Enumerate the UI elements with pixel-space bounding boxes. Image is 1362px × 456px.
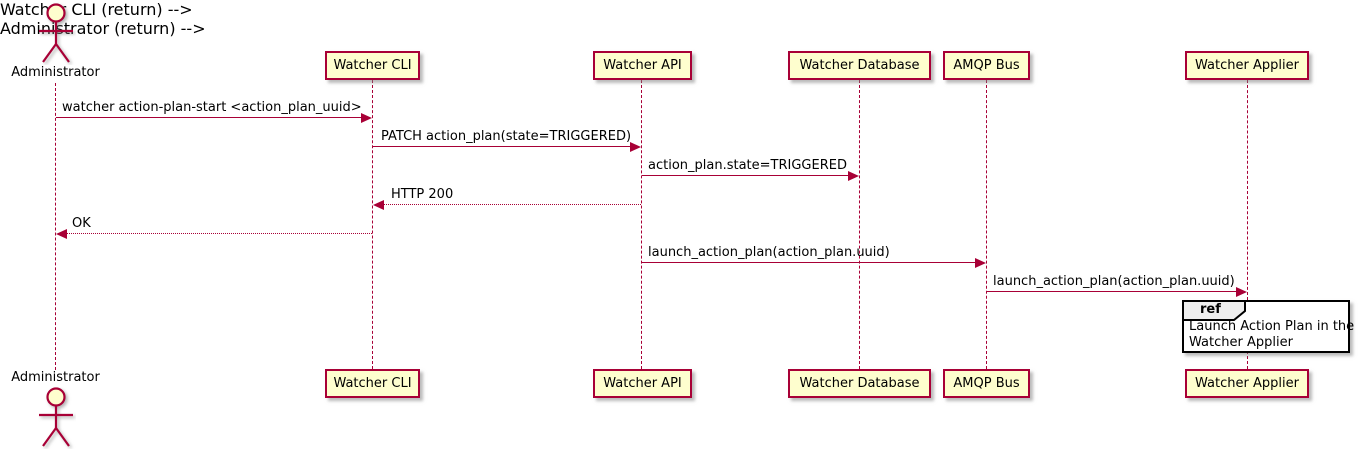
participant-watcher-cli-bottom: Watcher CLI [325,369,420,398]
message-line [642,175,849,176]
ref-body-line2: Watcher Applier [1189,335,1293,350]
administrator-actor-icon-bottom [39,387,73,447]
message-line [373,146,631,147]
message-line [384,204,641,205]
message-line [56,117,362,118]
ref-body-text: Launch Action Plan in the Watcher Applie… [1189,319,1354,351]
arrowhead-icon [848,171,859,181]
ref-body-line1: Launch Action Plan in the [1189,319,1355,334]
participant-label: Watcher Applier [1195,58,1299,73]
participant-label: Watcher Applier [1195,376,1299,391]
participant-amqp-bus-bottom: AMQP Bus [943,369,1030,398]
participant-label: Watcher CLI [333,376,412,391]
message-label: OK [72,216,91,231]
arrowhead-icon [56,229,67,239]
participant-label: AMQP Bus [953,58,1020,73]
participant-watcher-api-top: Watcher API [593,51,692,80]
participant-amqp-bus-top: AMQP Bus [943,51,1030,80]
participant-label: Watcher API [603,58,682,73]
lifeline-watcher-applier-lower [1247,351,1248,369]
participant-watcher-cli-top: Watcher CLI [325,51,420,80]
message-label: watcher action-plan-start <action_plan_u… [62,100,362,115]
message-label: PATCH action_plan(state=TRIGGERED) [381,129,632,144]
message-line [642,262,976,263]
lifeline-watcher-api [641,80,642,369]
ref-tab-icon [1182,300,1246,321]
participant-watcher-database-bottom: Watcher Database [788,369,931,398]
arrowhead-icon [373,200,384,210]
participant-watcher-applier-top: Watcher Applier [1185,51,1309,80]
lifeline-amqp-bus [986,80,987,369]
arrowhead-icon [361,113,372,123]
message-label: action_plan.state=TRIGGERED [648,158,847,173]
participant-label: Watcher API [603,376,682,391]
lifeline-watcher-applier-upper [1247,80,1248,300]
message-line [67,233,372,234]
message-line [987,291,1237,292]
lifeline-administrator [55,83,56,370]
arrowhead-icon [630,142,641,152]
ref-tag-label: ref [1200,302,1221,317]
participant-watcher-applier-bottom: Watcher Applier [1185,369,1309,398]
actor-label-top: Administrator [11,65,100,80]
arrowhead-icon [1236,287,1247,297]
message-label: HTTP 200 [391,187,454,202]
actor-label-bottom: Administrator [11,370,100,385]
message-label: launch_action_plan(action_plan.uuid) [993,274,1235,289]
participant-label: AMQP Bus [953,376,1020,391]
message-label: launch_action_plan(action_plan.uuid) [648,245,890,260]
arrowhead-icon [975,258,986,268]
participant-label: Watcher Database [799,58,920,73]
lifeline-watcher-cli [372,80,373,369]
participant-label: Watcher Database [799,376,920,391]
participant-label: Watcher CLI [333,58,412,73]
participant-watcher-api-bottom: Watcher API [593,369,692,398]
participant-watcher-database-top: Watcher Database [788,51,931,80]
administrator-actor-icon [39,3,73,63]
lifeline-watcher-database [859,80,860,369]
ref-fragment: ref Launch Action Plan in the Watcher Ap… [1182,300,1354,353]
